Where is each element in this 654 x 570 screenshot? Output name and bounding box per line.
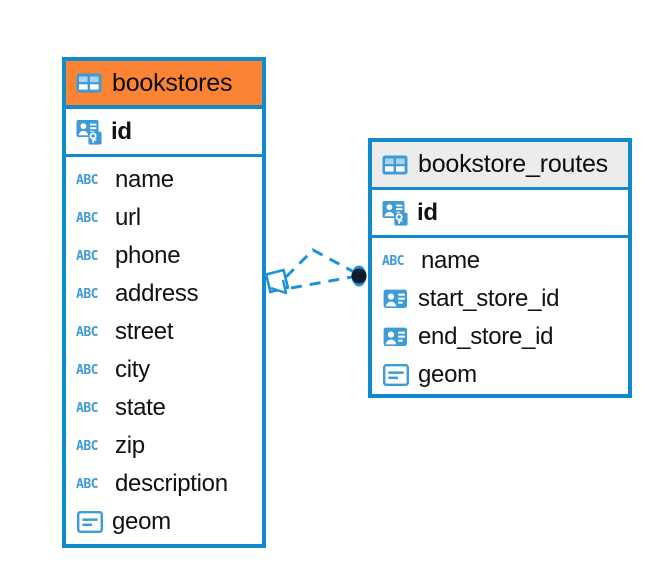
field-label: geom bbox=[112, 508, 171, 535]
field-row-state[interactable]: ABC state bbox=[66, 389, 262, 427]
field-row-street[interactable]: ABC street bbox=[66, 313, 262, 351]
field-row-description[interactable]: ABC description bbox=[66, 465, 262, 503]
field-list-bookstore-routes: ABC name start_store_id bbox=[372, 238, 628, 400]
field-label: id bbox=[417, 198, 438, 226]
field-label: state bbox=[115, 394, 166, 421]
primary-key-icon bbox=[382, 200, 408, 226]
relationship-line-straight bbox=[290, 275, 353, 290]
field-label: name bbox=[115, 166, 174, 193]
field-label: city bbox=[115, 356, 150, 383]
field-row-zip[interactable]: ABC zip bbox=[66, 427, 262, 465]
field-label: name bbox=[421, 247, 480, 274]
diamond-marker bbox=[264, 268, 290, 295]
field-row-start-store-id[interactable]: start_store_id bbox=[372, 280, 628, 318]
entity-bookstore-routes[interactable]: bookstore_routes id bbox=[368, 138, 632, 398]
entity-header-bookstores[interactable]: bookstores bbox=[66, 61, 262, 109]
abc-icon: ABC bbox=[76, 400, 98, 416]
field-row-phone[interactable]: ABC phone bbox=[66, 237, 262, 275]
entity-bookstores[interactable]: bookstores id bbox=[62, 57, 266, 548]
field-row-address[interactable]: ABC address bbox=[66, 275, 262, 313]
field-row-name[interactable]: ABC name bbox=[372, 242, 628, 280]
table-icon bbox=[76, 73, 102, 93]
field-label: url bbox=[115, 204, 141, 231]
entity-header-bookstore-routes[interactable]: bookstore_routes bbox=[372, 142, 628, 190]
field-label: description bbox=[115, 470, 228, 497]
foreign-key-icon bbox=[382, 326, 409, 348]
field-label: street bbox=[115, 318, 174, 345]
field-label: start_store_id bbox=[418, 285, 560, 312]
geom-icon bbox=[76, 511, 103, 533]
field-row-primary-key[interactable]: id bbox=[372, 190, 628, 238]
primary-key-icon bbox=[76, 119, 102, 145]
field-row-name[interactable]: ABC name bbox=[66, 161, 262, 199]
entity-title: bookstore_routes bbox=[418, 150, 608, 178]
field-label: phone bbox=[115, 242, 181, 269]
abc-icon: ABC bbox=[76, 248, 98, 264]
abc-icon: ABC bbox=[76, 286, 98, 302]
field-row-url[interactable]: ABC url bbox=[66, 199, 262, 237]
abc-icon: ABC bbox=[76, 438, 98, 454]
abc-icon: ABC bbox=[76, 210, 98, 226]
relationship-line-arc bbox=[284, 248, 355, 279]
field-label: zip bbox=[115, 432, 145, 459]
filled-circle-marker bbox=[351, 265, 367, 287]
field-row-geom[interactable]: geom bbox=[66, 503, 262, 541]
field-row-city[interactable]: ABC city bbox=[66, 351, 262, 389]
field-label: end_store_id bbox=[418, 323, 554, 350]
geom-icon bbox=[382, 364, 409, 386]
table-icon bbox=[382, 155, 408, 175]
abc-icon: ABC bbox=[76, 476, 98, 492]
field-row-primary-key[interactable]: id bbox=[66, 109, 262, 157]
field-label: id bbox=[111, 117, 132, 145]
foreign-key-icon bbox=[382, 288, 409, 310]
field-label: address bbox=[115, 280, 199, 307]
field-label: geom bbox=[418, 361, 477, 388]
abc-icon: ABC bbox=[382, 253, 404, 269]
abc-icon: ABC bbox=[76, 362, 98, 378]
field-row-end-store-id[interactable]: end_store_id bbox=[372, 318, 628, 356]
abc-icon: ABC bbox=[76, 172, 98, 188]
field-row-geom[interactable]: geom bbox=[372, 356, 628, 394]
entity-title: bookstores bbox=[112, 68, 233, 97]
field-list-bookstores: ABC name ABC url ABC phone ABC address A… bbox=[66, 157, 262, 547]
abc-icon: ABC bbox=[76, 324, 98, 340]
